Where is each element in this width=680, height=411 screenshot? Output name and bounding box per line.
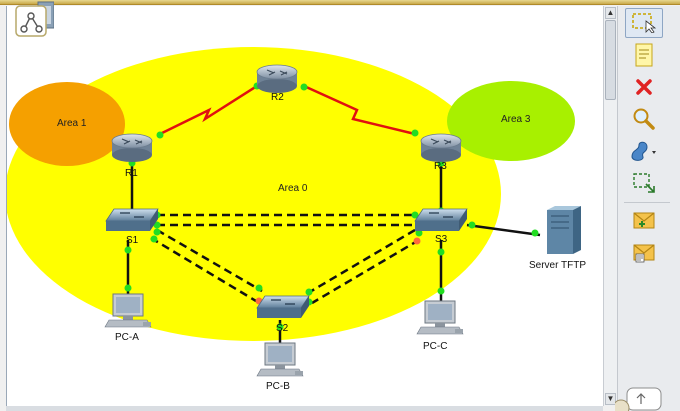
scroll-thumb[interactable] xyxy=(605,20,616,100)
trunk-s3-s2-a[interactable] xyxy=(307,228,416,295)
router-r1[interactable] xyxy=(111,133,153,162)
resize-tool[interactable] xyxy=(625,168,663,198)
area1-label: Area 1 xyxy=(57,118,87,129)
scroll-up-button[interactable]: ▲ xyxy=(605,7,616,19)
pc-b[interactable] xyxy=(256,342,304,377)
trunk-s1-s2-a[interactable] xyxy=(156,228,263,293)
serial-link-r1-r2[interactable] xyxy=(159,84,258,136)
pc-a[interactable] xyxy=(104,293,152,328)
select-tool[interactable] xyxy=(625,8,663,38)
logical-view-badge[interactable] xyxy=(14,0,54,40)
s3-label: S3 xyxy=(435,234,448,245)
draw-shape-tool[interactable] xyxy=(625,136,663,166)
delete-x-icon xyxy=(636,79,652,95)
area1-ellipse xyxy=(9,82,125,166)
topology-diagram xyxy=(5,47,581,377)
resize-shape-icon xyxy=(633,173,655,193)
inspect-tool[interactable] xyxy=(625,104,663,134)
common-tools-bar xyxy=(617,6,680,411)
viewport-corner-widget[interactable] xyxy=(615,386,665,411)
simple-pdu-envelope-icon xyxy=(633,212,655,229)
trunk-s3-s2-b[interactable] xyxy=(311,238,420,305)
vertical-scrollbar[interactable]: ▲ ▼ xyxy=(603,6,617,406)
server-tftp[interactable] xyxy=(547,206,581,254)
magnifier-icon xyxy=(633,108,655,130)
switch-s2[interactable] xyxy=(256,295,310,318)
trunk-links xyxy=(150,213,420,305)
complex-pdu-envelope-icon xyxy=(633,244,655,263)
select-icon xyxy=(632,13,656,33)
r2-label: R2 xyxy=(271,92,284,103)
horizontal-scrollbar[interactable] xyxy=(6,406,603,411)
scroll-down-button[interactable]: ▼ xyxy=(605,393,616,405)
trunk-s1-s2-b[interactable] xyxy=(150,236,257,303)
toolbar-separator xyxy=(624,202,670,203)
link-s3-server[interactable] xyxy=(466,223,541,237)
r3-label: R3 xyxy=(434,161,447,172)
server-label: Server TFTP xyxy=(529,260,587,271)
pca-label: PC-A xyxy=(115,332,139,343)
router-r3[interactable] xyxy=(420,133,462,162)
pcb-label: PC-B xyxy=(266,381,290,392)
serial-link-r2-r3[interactable] xyxy=(303,84,416,136)
s1-label: S1 xyxy=(126,235,139,246)
simple-pdu-tool[interactable] xyxy=(625,206,663,236)
logical-workspace[interactable]: Area 0 Area 1 Area 3 R1 R2 R3 S1 S2 S3 P… xyxy=(5,6,604,406)
title-bar xyxy=(0,0,680,5)
complex-pdu-tool[interactable] xyxy=(625,238,663,268)
area3-label: Area 3 xyxy=(501,114,531,125)
delete-tool[interactable] xyxy=(625,72,663,102)
s2-label: S2 xyxy=(276,323,289,334)
area3-ellipse xyxy=(447,81,575,161)
pcc-label: PC-C xyxy=(423,341,448,352)
switch-s1[interactable] xyxy=(105,208,159,231)
r1-label: R1 xyxy=(125,168,138,179)
switch-s3[interactable] xyxy=(414,208,468,231)
pc-c[interactable] xyxy=(416,300,464,335)
draw-shape-icon xyxy=(631,141,656,161)
note-tool[interactable] xyxy=(625,40,663,70)
area0-label: Area 0 xyxy=(278,183,308,194)
note-icon xyxy=(635,43,653,67)
router-r2[interactable] xyxy=(256,64,298,93)
